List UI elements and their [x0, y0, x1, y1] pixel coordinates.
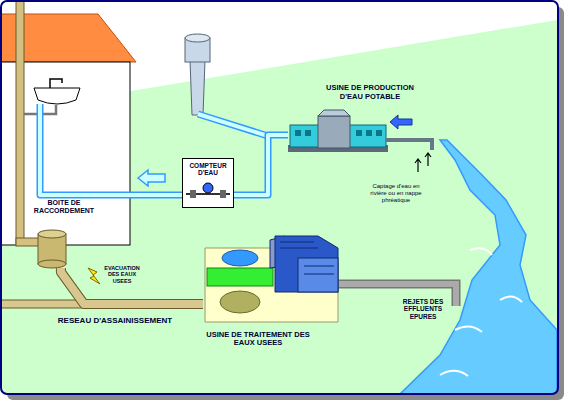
- sink: [34, 88, 80, 104]
- pipe-connector: [234, 135, 288, 195]
- junction-box-base: [38, 260, 66, 268]
- junction-box-top: [38, 230, 66, 238]
- network-label: RESEAU D'ASSAINISSEMENT: [45, 316, 185, 325]
- meter-fitting: [190, 190, 196, 198]
- treatment-building: [275, 236, 338, 292]
- tower-pipe: [198, 114, 268, 136]
- treatment-building-front: [298, 258, 338, 292]
- frame-background: [1, 1, 558, 394]
- intake-pipe: [386, 140, 432, 150]
- pipe-outline: [234, 135, 288, 195]
- plant-window: [305, 130, 311, 136]
- settling-tank: [222, 250, 258, 266]
- evacuation-note: EVACUATION DES EAUX USEES: [100, 265, 144, 284]
- plant-window: [356, 130, 362, 136]
- river: [400, 140, 557, 394]
- node-heading: COMPTEUR D'EAU: [184, 162, 232, 177]
- building-stripe: [280, 242, 334, 274]
- treatment-plant: USINE DE TRAITEMENT DES EAUX USEES: [203, 230, 343, 350]
- plant-window: [366, 130, 372, 136]
- ground: [1, 20, 557, 394]
- meter-box-fill: [182, 158, 234, 208]
- scene: [1, 1, 557, 394]
- intake-arrow: [415, 153, 431, 172]
- meter-dial: [203, 183, 213, 193]
- intake-note: Captage d'eau en rivière ou en nappe phr…: [366, 183, 426, 204]
- plant-window: [295, 130, 301, 136]
- node-heading: USINE DE TRAITEMENT DES EAUX USEES: [203, 331, 313, 348]
- node-heading: USINE DE PRODUCTION D'EAU POTABLE: [318, 84, 422, 101]
- water-meter-box: COMPTEUR D'EAU: [182, 158, 234, 208]
- plant-block: [318, 116, 350, 148]
- faucet: [50, 79, 62, 88]
- frame-border: [1, 1, 558, 394]
- plant-roof: [318, 110, 350, 116]
- junction-box: BOITE DE RACCORDEMENT: [28, 198, 100, 268]
- sludge-tank: [220, 291, 260, 313]
- plant-window: [376, 130, 382, 136]
- meter-fitting: [220, 190, 226, 198]
- tower-pipe: [198, 114, 268, 136]
- house-water-pipe: [40, 104, 182, 195]
- river-ripple: [440, 248, 522, 376]
- node-heading: BOITE DE RACCORDEMENT: [28, 199, 100, 215]
- outfall-pipe: [338, 284, 456, 306]
- pipe-connector: [61, 268, 203, 304]
- sewer-main: [1, 300, 86, 308]
- aeration-basin: [207, 268, 273, 286]
- drain-pipe: [16, 1, 24, 244]
- pipe-core: [61, 268, 203, 304]
- outfall-pipe: [338, 284, 456, 306]
- flow-arrow: [138, 170, 165, 186]
- water-tower-top: [185, 34, 210, 42]
- water-tower-stem: [190, 60, 205, 115]
- pipe-core: [234, 135, 288, 195]
- production-plant: USINE DE PRODUCTION D'EAU POTABLE: [288, 82, 422, 154]
- discharge-note: REJETS DES EFFLUENTS EPURES: [398, 298, 448, 320]
- evacuation-arrow: [88, 268, 100, 284]
- house-water-pipe: [40, 104, 182, 195]
- connectors: [61, 135, 288, 304]
- flow-arrow: [390, 115, 412, 129]
- pipe-outline: [61, 268, 203, 304]
